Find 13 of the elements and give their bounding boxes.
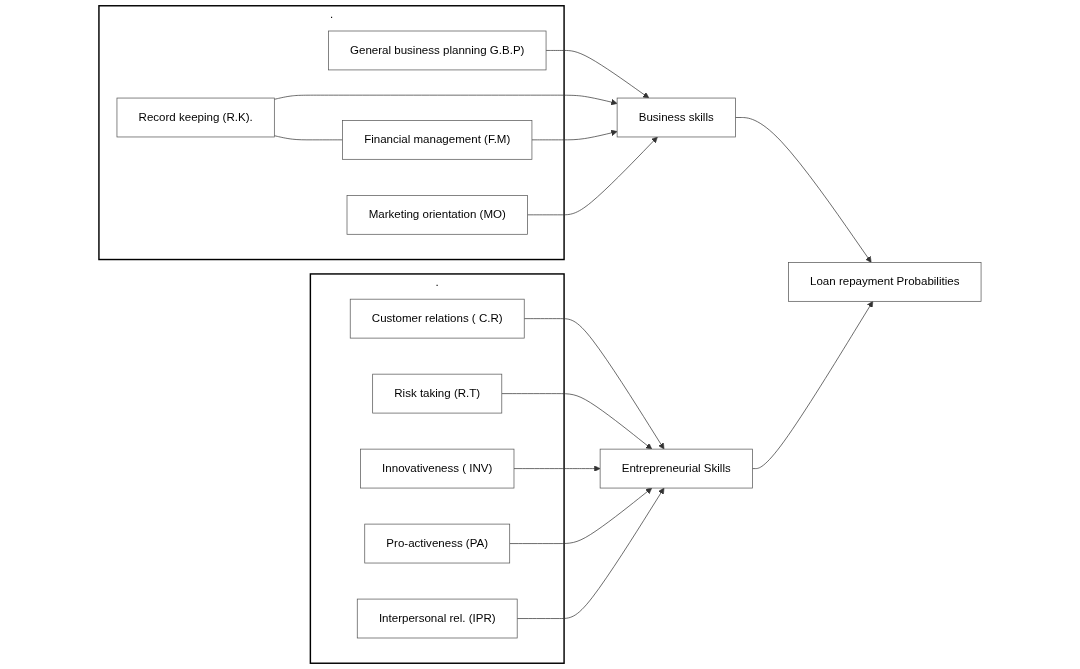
- node-box: Marketing orientation (MO): [346, 195, 528, 235]
- node-box: Customer relations ( C.R): [349, 298, 525, 339]
- node-box: Entrepreneurial Skills: [599, 448, 753, 489]
- node-box: Financial management (F.M): [342, 120, 533, 160]
- node-box: Record keeping (R.K).: [116, 97, 275, 138]
- node-box: Interpersonal rel. (IPR): [356, 598, 518, 639]
- node-box: General business planning G.B.P): [328, 30, 547, 71]
- node-box: Risk taking (R.T): [372, 373, 503, 414]
- node-box: Innovativeness ( INV): [360, 448, 515, 489]
- node-box: Pro-activeness (PA): [364, 523, 511, 564]
- node-box: Loan repayment Probabilities: [788, 262, 982, 302]
- connector: [273, 135, 343, 141]
- node-box: Business skills: [616, 97, 736, 138]
